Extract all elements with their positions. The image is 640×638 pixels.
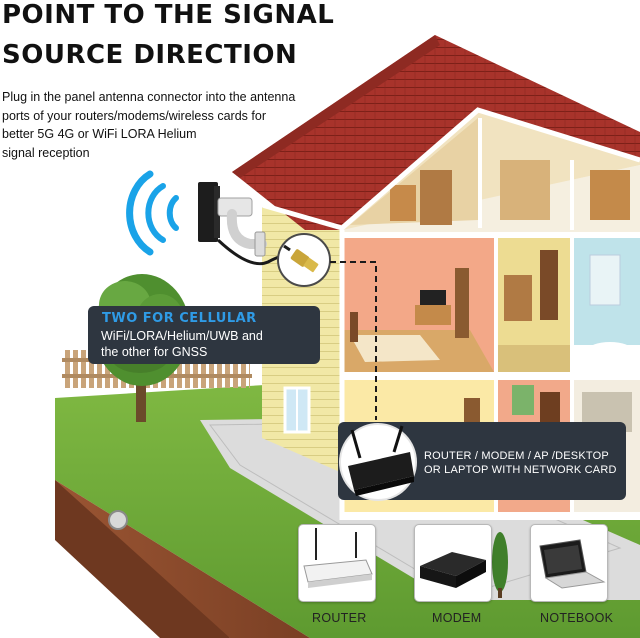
coax-cable bbox=[216, 233, 377, 420]
notebook-caption: NOTEBOOK bbox=[540, 611, 614, 625]
router-caption: ROUTER bbox=[312, 611, 367, 625]
router-callout-line: ROUTER / MODEM / AP /DESKTOP bbox=[424, 450, 609, 462]
router-card bbox=[298, 524, 376, 602]
cellular-callout-line: the other for GNSS bbox=[101, 345, 208, 359]
pipe-opening bbox=[108, 510, 128, 530]
description-line: better 5G 4G or WiFi LORA Helium bbox=[2, 127, 197, 141]
shrub bbox=[492, 532, 508, 598]
router-callout: ROUTER / MODEM / AP /DESKTOP OR LAPTOP W… bbox=[338, 422, 626, 500]
panel-antenna-icon bbox=[198, 182, 267, 257]
modem-card bbox=[414, 524, 492, 602]
cellular-callout-heading: TWO FOR CELLULAR bbox=[102, 311, 257, 326]
page-title-line-1: POINT TO THE SIGNAL bbox=[2, 0, 335, 30]
page-title-line-2: SOURCE DIRECTION bbox=[2, 40, 298, 70]
description-line: signal reception bbox=[2, 145, 90, 160]
cellular-callout-line: WiFi/LORA/Helium/UWB and bbox=[101, 329, 263, 343]
router-callout-line: OR LAPTOP WITH NETWORK CARD bbox=[424, 464, 617, 476]
signal-waves-icon bbox=[126, 170, 179, 256]
description-line: ports of your routers/modems/wireless ca… bbox=[2, 108, 266, 123]
cellular-callout: TWO FOR CELLULAR WiFi/LORA/Helium/UWB an… bbox=[88, 306, 320, 364]
description-text: Plug in the panel antenna connector into… bbox=[2, 88, 332, 162]
modem-caption: MODEM bbox=[432, 611, 482, 625]
description-line: Plug in the panel antenna connector into… bbox=[2, 90, 296, 104]
notebook-card bbox=[530, 524, 608, 602]
